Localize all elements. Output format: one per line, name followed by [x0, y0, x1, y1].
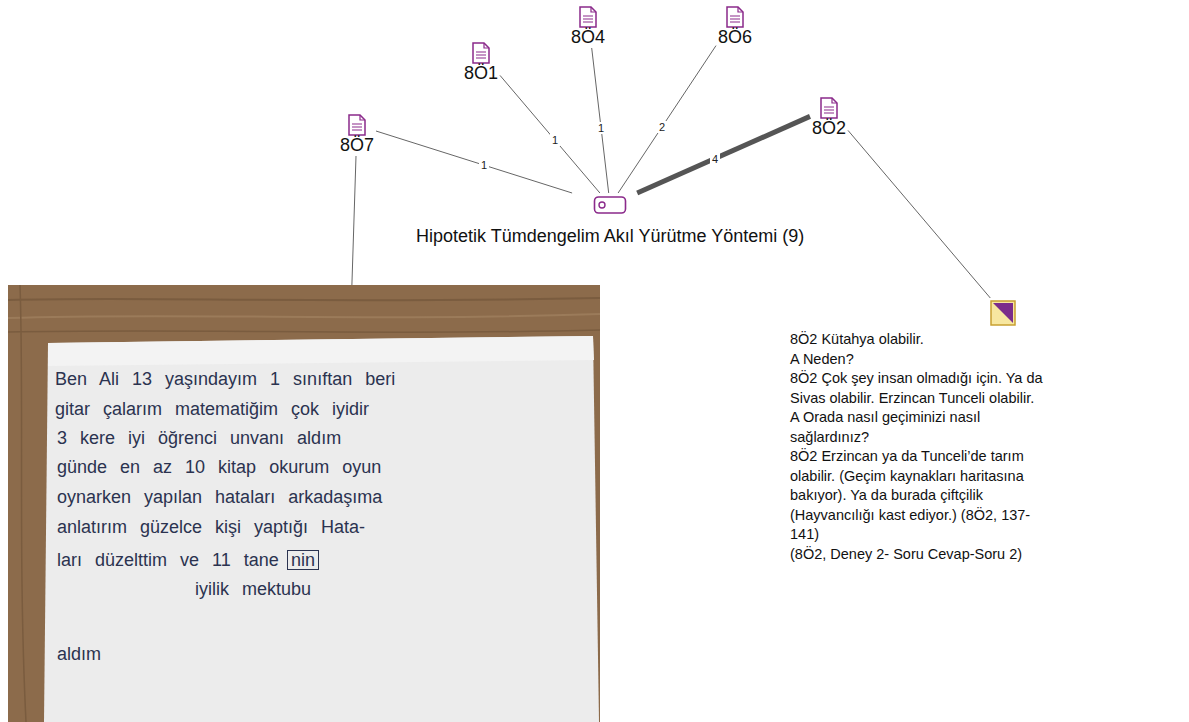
doc-icon-graphic: [348, 114, 366, 136]
coded-segment-node: 8Ö2 Kütahya olabilir.A Neden?8Ö2 Çok şey…: [788, 298, 1054, 566]
node-label: Hipotetik Tümdengelim Akıl Yürütme Yönte…: [416, 225, 804, 247]
edge-weight-label: 1: [596, 122, 606, 134]
connector-line: [500, 75, 600, 193]
paper-sheet: [44, 336, 599, 722]
node-label: 8Ö2 Kütahya olabilir.: [790, 330, 1052, 350]
document-node: 8Ö7: [338, 112, 376, 156]
document-node: 8Ö1: [462, 40, 500, 84]
edge-weight-label: 1: [479, 159, 489, 171]
code-icon: [593, 195, 627, 215]
node-label: 8Ö2 Erzincan ya da Tunceli’de tarım olab…: [790, 447, 1052, 545]
connector-line: [376, 131, 572, 193]
node-label: 8Ö2: [812, 119, 846, 137]
seg-icon: [790, 300, 1052, 328]
handwritten-line: ları düzelttim ve 11 tane: [57, 549, 279, 571]
document-node: 8Ö6: [716, 4, 754, 48]
connector-line: [352, 156, 356, 285]
doc-icon-graphic: [579, 6, 597, 28]
wood-grain: [8, 330, 600, 332]
seg-icon-graphic: [990, 300, 1016, 326]
node-label: 8Ö2 Çok şey insan olmadığı için. Ya da S…: [790, 369, 1052, 408]
node-label: 8Ö4: [571, 28, 605, 46]
document-node: 8Ö2: [810, 95, 848, 139]
edge-weight-label: 2: [657, 121, 667, 133]
edge-weight-label: 1: [550, 134, 560, 146]
connector-line: [637, 116, 810, 193]
node-label: 8Ö1: [464, 64, 498, 82]
doc-icon-graphic: [472, 42, 490, 64]
doc-icon: [348, 114, 366, 136]
handwritten-line: anlatırım güzelce kişi yaptığı Hata-: [57, 516, 365, 538]
edge-weight-label: 4: [710, 153, 720, 165]
connector-line: [618, 46, 716, 193]
code-node: Hipotetik Tümdengelim Akıl Yürütme Yönte…: [414, 193, 806, 249]
paper-highlight: [48, 336, 594, 366]
node-label: 8Ö6: [718, 28, 752, 46]
code-icon-graphic: [593, 195, 627, 215]
handwritten-line: Ben Ali 13 yaşındayım 1 sınıftan beri: [55, 368, 395, 390]
photo-node: Ben Ali 13 yaşındayım 1 sınıftan beri git…: [8, 285, 600, 722]
doc-icon-graphic: [726, 6, 744, 28]
node-label: 8Ö7: [340, 136, 374, 154]
wood-grain: [8, 298, 600, 300]
handwritten-line: aldım: [57, 643, 101, 665]
wood-grain: [8, 314, 600, 318]
handwritten-line: iyilik mektubu: [195, 578, 311, 600]
document-node: 8Ö4: [569, 4, 607, 48]
node-label: A Orada nasıl geçiminizi nasıl sağlardın…: [790, 408, 1052, 447]
handwritten-line: nin: [287, 550, 319, 570]
doc-icon: [472, 42, 490, 64]
handwritten-line: günde en az 10 kitap okurum oyun: [57, 456, 381, 478]
connector-line: [848, 130, 990, 298]
handwritten-line: gitar çalarım matematiğim çok iyidir: [55, 398, 369, 420]
doc-icon: [726, 6, 744, 28]
wood-grain: [20, 285, 26, 722]
handwritten-line: 3 kere iyi öğrenci unvanı aldım: [57, 427, 341, 449]
handwritten-line: oynarken yapılan hataları arkadaşıma: [57, 486, 382, 508]
connector-line: [592, 48, 609, 193]
wood-surface: [8, 285, 600, 722]
doc-icon: [820, 97, 838, 119]
node-label: (8Ö2, Deney 2- Soru Cevap-Soru 2): [790, 545, 1052, 565]
node-label: A Neden?: [790, 350, 1052, 370]
doc-icon: [579, 6, 597, 28]
doc-icon-graphic: [820, 97, 838, 119]
